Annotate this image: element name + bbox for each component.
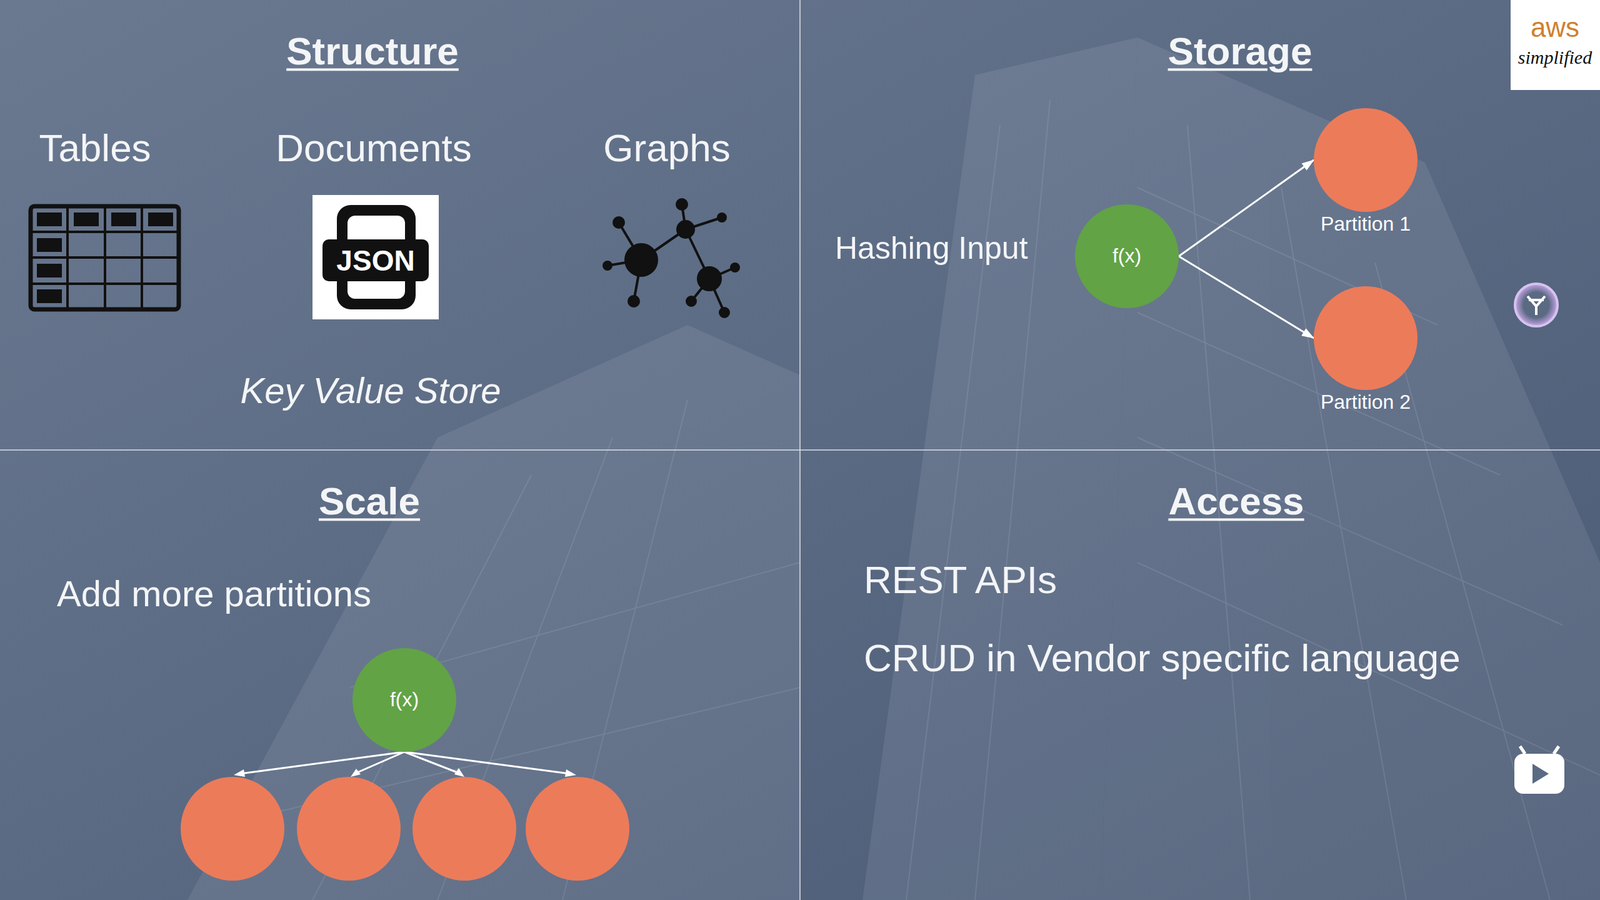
table-grid <box>30 206 179 310</box>
hash-function-circle: f(x) <box>1075 204 1179 309</box>
json-band <box>322 239 429 282</box>
building-lines <box>275 100 1600 900</box>
play-triangle <box>1532 763 1549 784</box>
graph-node <box>686 296 696 306</box>
building-line <box>906 100 1550 900</box>
scale-arrowheads <box>233 768 577 777</box>
table-icon <box>30 206 179 310</box>
header-cell <box>36 212 62 227</box>
logo-text: aws <box>1530 11 1580 44</box>
partition-circle <box>180 776 285 881</box>
logo-text: simplified <box>1518 46 1592 69</box>
circle-shape <box>1313 108 1418 212</box>
play-icon <box>1514 753 1565 794</box>
json-icon <box>312 195 439 320</box>
graph-node <box>731 263 739 272</box>
quadrant-divider <box>0 449 1600 451</box>
grid-line <box>30 282 179 285</box>
header-cell <box>111 212 137 227</box>
graph-node <box>613 217 624 228</box>
input-label: Hashing Input <box>835 230 1029 267</box>
building-face <box>1100 37 1600 900</box>
access-item: REST APIs <box>863 557 1057 602</box>
quadrant-title: Structure <box>286 28 459 74</box>
graph-node <box>677 221 694 238</box>
graph-node <box>603 261 612 270</box>
partition-label: Partition 2 <box>1320 391 1411 414</box>
building-photo <box>187 37 1600 900</box>
arrowhead <box>233 769 245 777</box>
icon-text: JSON <box>336 244 415 278</box>
grid-line <box>30 256 179 259</box>
header-cell <box>36 238 62 252</box>
partition-circles <box>180 776 630 881</box>
header-cell <box>148 212 174 227</box>
arrow-line <box>240 751 405 774</box>
scale-text: Add more partitions <box>56 573 372 615</box>
arrowhead <box>350 768 361 777</box>
building-line <box>1137 187 1600 775</box>
circle-shape <box>352 648 457 752</box>
arrow-line <box>354 751 405 774</box>
structure-caption: Key Value Store <box>240 370 502 412</box>
partition-circle: Partition 1 <box>1313 108 1418 212</box>
partition-circle <box>412 776 517 881</box>
structure-type: Graphs <box>603 125 730 170</box>
arrow-line <box>404 751 570 774</box>
graph-node <box>720 308 729 317</box>
building-face <box>862 37 1138 900</box>
structure-type: Tables <box>38 125 151 170</box>
arrowhead <box>454 768 465 777</box>
arrow-connector <box>1178 256 1314 339</box>
graph-node <box>698 267 721 290</box>
scale-arrows <box>240 751 570 774</box>
hash-function-circle: f(x) <box>352 648 457 752</box>
arrow-connector <box>1178 160 1314 257</box>
partition-circle <box>525 776 630 881</box>
graph-node <box>718 213 726 222</box>
document-shape <box>336 205 416 310</box>
graph-node <box>628 296 639 307</box>
quadrant-title: Scale <box>318 478 420 524</box>
arrowhead <box>565 769 577 777</box>
circle-outline <box>1313 108 1418 212</box>
function-label: f(x) <box>1112 245 1142 267</box>
icon-tile <box>312 195 439 320</box>
graph-node <box>625 244 657 276</box>
header-cell <box>73 212 99 227</box>
function-label: f(x) <box>390 688 419 711</box>
building-line <box>275 400 800 900</box>
play-icon-antenna <box>1520 746 1559 754</box>
graph-node <box>676 199 687 210</box>
circle-outline <box>1313 286 1418 390</box>
partition-circle <box>296 776 401 881</box>
circle-shape <box>1075 204 1179 309</box>
logo-tile <box>1510 0 1600 90</box>
structure-type: Documents <box>275 125 472 170</box>
partition-circle: Partition 2 <box>1313 286 1418 390</box>
table-outline <box>30 206 179 310</box>
partition-label: Partition 1 <box>1320 213 1411 235</box>
quadrant-title: Access <box>1168 478 1304 524</box>
graph-icon <box>603 199 739 317</box>
access-item: CRUD in Vendor specific language <box>863 635 1461 680</box>
table-header-cells <box>36 212 174 304</box>
quadrant-title: Storage <box>1168 28 1313 74</box>
header-cell <box>36 263 62 278</box>
assistant-glyph <box>1527 296 1545 315</box>
assistant-icon <box>1515 283 1558 327</box>
circle-shape <box>1313 286 1418 390</box>
header-cell <box>36 289 62 304</box>
scale-illustration <box>180 751 630 881</box>
grid-line <box>30 230 179 234</box>
